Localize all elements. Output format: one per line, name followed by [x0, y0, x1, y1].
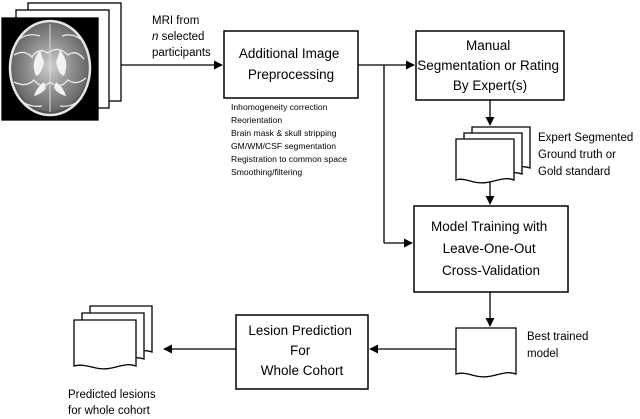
mri-label: MRI from n selected participants [152, 15, 211, 59]
prediction-title-line1: Lesion Prediction [248, 323, 352, 338]
preprocessing-title-line1: Additional Image [239, 46, 340, 61]
training-title-line3: Cross-Validation [442, 263, 540, 278]
svg-text:Additional Image Preproc: Additional Image Preprocessing [239, 46, 343, 82]
preprocessing-steps-list: Inhomogeneity correction Reorientation B… [231, 102, 349, 177]
svg-text:Model Training with Leav: Model Training with Leave-One-Out Cross-… [431, 219, 551, 278]
best-model-label: Best trained model [527, 331, 592, 360]
mri-brain-image [1, 17, 99, 121]
svg-text:Manual Segmentation or R: Manual Segmentation or Rating By Expert(… [417, 38, 563, 93]
training-title-line1: Model Training with [431, 219, 547, 234]
lesion-prediction-box: Lesion Prediction For Whole Cohort [235, 314, 369, 390]
training-title-line2: Leave-One-Out [443, 241, 536, 256]
preprocessing-title-line2: Preprocessing [248, 67, 334, 82]
manual-segmentation-box: Manual Segmentation or Rating By Expert(… [415, 30, 565, 101]
prediction-title-line3: Whole Cohort [261, 363, 344, 378]
mri-image-stack [1, 2, 122, 121]
prediction-title-line2: For [290, 343, 311, 358]
manual-title-line1: Manual [466, 38, 510, 53]
best-model-document [455, 327, 517, 378]
manual-title-line2: Segmentation or Rating [417, 58, 559, 73]
expert-label: Expert Segmented Ground truth or Gold st… [538, 132, 636, 178]
predicted-lesions-label: Predicted lesions for whole cohort [68, 389, 159, 417]
svg-text:Lesion Prediction For: Lesion Prediction For Whole Cohort [248, 323, 355, 378]
predicted-lesions-stack [73, 305, 153, 370]
expert-document-stack [455, 126, 531, 184]
manual-title-line3: By Expert(s) [453, 78, 527, 93]
model-training-box: Model Training with Leave-One-Out Cross-… [413, 205, 569, 293]
preprocessing-box: Additional Image Preprocessing [223, 30, 359, 99]
